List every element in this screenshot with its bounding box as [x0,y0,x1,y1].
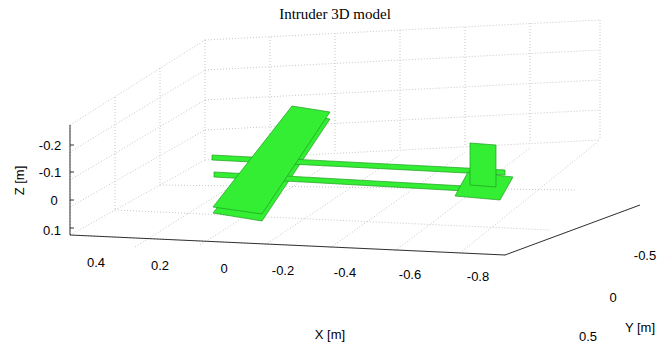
z-axis-label: Z [m] [13,165,26,195]
axis-lines [70,125,640,255]
x-tick-label: 0 [220,262,227,275]
x-tick-label: -0.6 [399,268,421,281]
x-tick-label: 0.2 [151,259,169,272]
z-tick-label: -0.1 [39,166,61,179]
wing-upper [213,106,330,214]
chart-title: Intruder 3D model [279,7,391,22]
x-tick-label: -0.8 [467,270,489,283]
x-tick-label: -0.2 [272,264,294,277]
z-tick-label: -0.2 [39,139,61,152]
y-tick-label: 0.5 [579,330,597,343]
z-tick-label: 0.1 [43,224,61,237]
x-axis-label: X [m] [315,328,345,341]
grid-lines [70,20,640,255]
y-axis-label: Y [m] [625,321,655,334]
vertical-fin [470,143,496,187]
x-tick-label: -0.4 [334,266,356,279]
y-tick-label: 0 [609,291,616,304]
x-tick-label: 0.4 [87,256,105,269]
intruder-aircraft [212,106,513,221]
z-tick-label: 0 [50,194,57,207]
y-tick-label: -0.5 [634,249,656,262]
